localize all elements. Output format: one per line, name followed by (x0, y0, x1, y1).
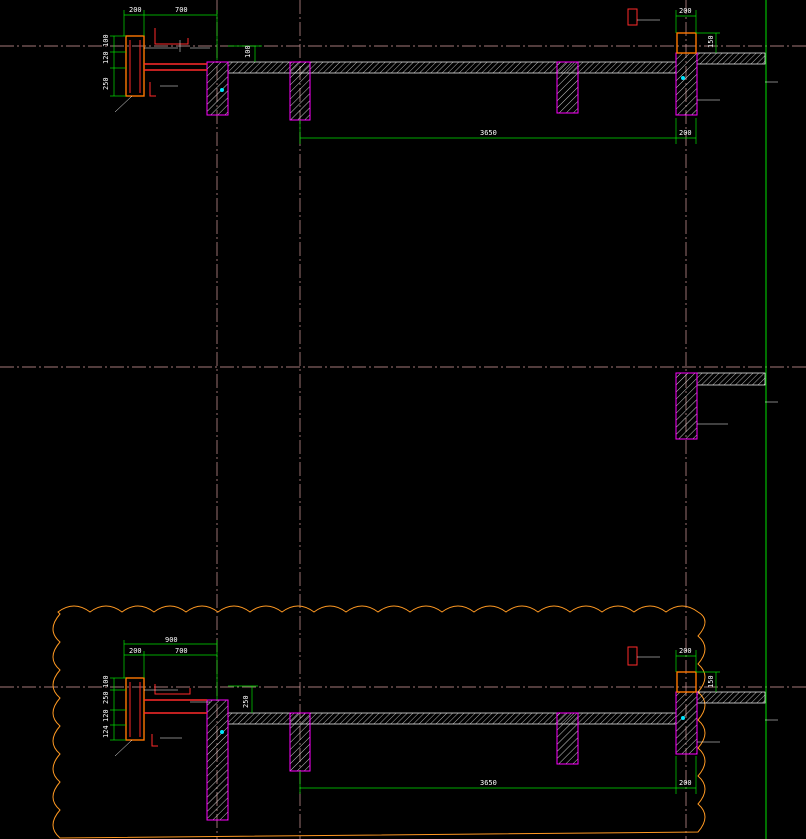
lower-dim-col-width: 200 (679, 779, 692, 787)
lower-section: 900 200 700 100 250 120 124 250 3650 200… (102, 636, 778, 821)
lower-dim-900: 900 (165, 636, 178, 644)
upper-beam-3 (556, 61, 579, 114)
upper-dim-250: 250 (102, 77, 110, 90)
lower-dim-span: 3650 (480, 779, 497, 787)
lower-right-beam (675, 691, 698, 755)
lower-dim-col-top: 200 (679, 647, 692, 655)
lower-dim-124: 124 (102, 725, 110, 738)
lower-rebar-hook (154, 684, 191, 695)
upper-right-beam (675, 52, 698, 116)
lower-leaders (114, 656, 778, 757)
lower-dim-250: 250 (102, 691, 110, 704)
upper-marker-right (681, 76, 685, 80)
lower-dim-right-150: 150 (707, 675, 715, 688)
upper-dim-span: 3650 (480, 129, 497, 137)
upper-rebar-hook-2 (149, 82, 156, 97)
lower-right-cantilever (696, 691, 766, 704)
middle-cantilever (696, 372, 766, 386)
lower-marker-left (220, 730, 224, 734)
middle-section (675, 372, 778, 440)
upper-dim-slab: 100 (244, 45, 252, 58)
lower-marker-box (627, 646, 638, 666)
lower-dim-100: 100 (102, 675, 110, 688)
lower-dim-700: 700 (175, 647, 188, 655)
revision-cloud (52, 605, 706, 839)
lower-beam-3 (556, 712, 579, 765)
upper-dim-700: 700 (175, 6, 188, 14)
upper-dimensions (110, 10, 720, 144)
upper-rebar-hook (154, 28, 189, 45)
upper-dim-col-top: 200 (679, 7, 692, 15)
lower-left-column (125, 677, 145, 741)
upper-dim-120: 120 (102, 51, 110, 64)
middle-leaders (697, 401, 778, 425)
upper-right-column-head (676, 32, 697, 54)
upper-leaders (114, 19, 778, 113)
lower-dim-slab: 250 (242, 695, 250, 708)
lower-right-column-head (676, 671, 697, 693)
upper-marker-left (220, 88, 224, 92)
lower-marker-right (681, 716, 685, 720)
upper-left-column (125, 35, 145, 97)
upper-dim-200: 200 (129, 6, 142, 14)
upper-marker-box (627, 8, 638, 26)
upper-right-cantilever (696, 52, 766, 65)
upper-section: 200 700 100 120 250 100 3650 200 200 150 (102, 6, 778, 144)
lower-beam-2 (289, 712, 311, 772)
lower-dim-120: 120 (102, 709, 110, 722)
upper-beam-2 (289, 61, 311, 121)
lower-left-beam (206, 699, 229, 821)
upper-dim-100: 100 (102, 34, 110, 47)
upper-dim-col-width: 200 (679, 129, 692, 137)
upper-left-beam (206, 61, 229, 116)
upper-dim-right-150: 150 (707, 35, 715, 48)
lower-dim-200: 200 (129, 647, 142, 655)
lower-rebar-hook-2 (151, 734, 158, 747)
lower-dimensions (110, 640, 720, 794)
middle-right-beam (675, 372, 698, 440)
